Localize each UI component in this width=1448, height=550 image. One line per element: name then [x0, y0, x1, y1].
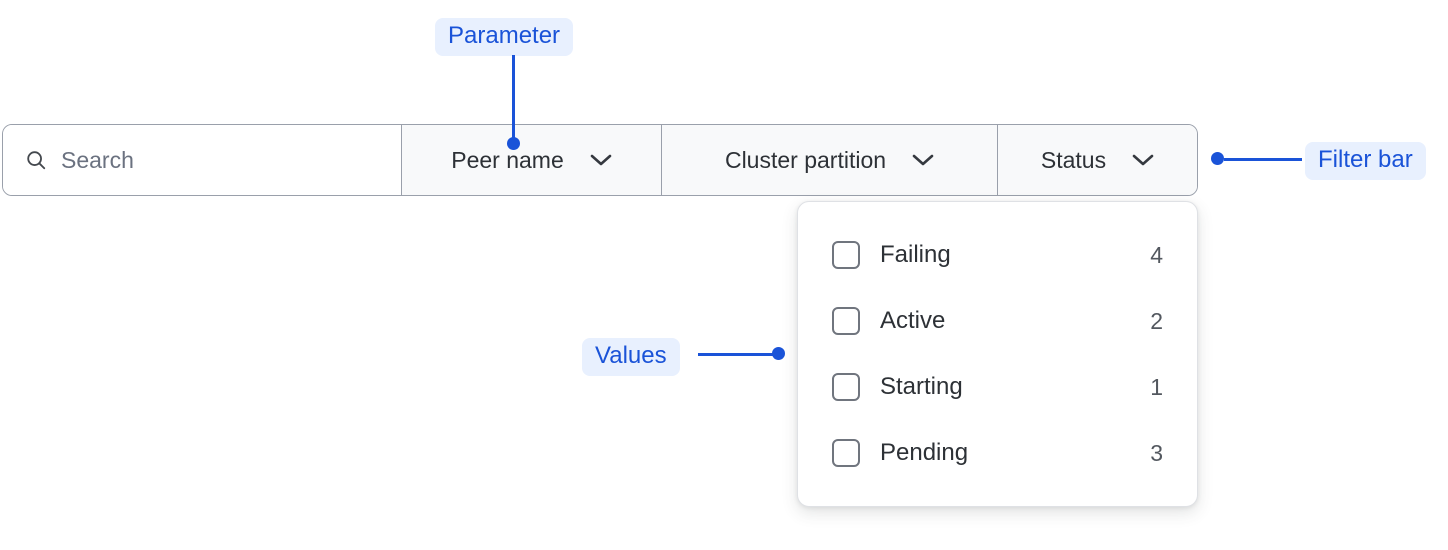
chevron-down-icon [912, 154, 934, 166]
option-count: 4 [1150, 241, 1163, 268]
checkbox-pending[interactable] [832, 439, 860, 467]
checkbox-starting[interactable] [832, 373, 860, 401]
annotation-leader-line-parameter [512, 55, 515, 143]
list-item[interactable]: Failing 4 [832, 233, 1163, 277]
chevron-down-icon [1132, 154, 1154, 166]
checkbox-failing[interactable] [832, 241, 860, 269]
option-label: Failing [880, 241, 951, 268]
annotation-label-filter-bar: Filter bar [1305, 142, 1426, 181]
filter-label-peer-name: Peer name [451, 146, 564, 173]
annotation-label-values: Values [582, 338, 680, 377]
annotation-dot-filter-bar [1211, 152, 1224, 165]
checkbox-active[interactable] [832, 307, 860, 335]
option-count: 2 [1150, 307, 1163, 334]
chevron-down-icon [590, 154, 612, 166]
filter-label-status: Status [1040, 146, 1107, 173]
filter-bar: Peer name Cluster partition Status [2, 124, 1198, 196]
annotation-dot-values [772, 347, 785, 360]
option-label: Pending [880, 439, 969, 466]
list-item[interactable]: Starting 1 [832, 365, 1163, 409]
search-icon [27, 151, 46, 170]
filter-dropdown-status[interactable]: Status [998, 125, 1197, 195]
annotation-leader-line-values [698, 353, 778, 356]
filter-dropdown-cluster-partition[interactable]: Cluster partition [662, 125, 998, 195]
list-item[interactable]: Active 2 [832, 299, 1163, 343]
option-count: 1 [1150, 373, 1163, 400]
filter-label-cluster-partition: Cluster partition [724, 146, 887, 173]
status-filter-dropdown-panel: Failing 4 Active 2 Starting 1 Pending 3 [797, 201, 1198, 507]
option-label: Starting [880, 373, 963, 400]
search-input[interactable] [61, 146, 361, 174]
filter-dropdown-peer-name[interactable]: Peer name [402, 125, 662, 195]
option-count: 3 [1150, 439, 1163, 466]
annotation-label-parameter: Parameter [435, 18, 574, 57]
annotation-dot-parameter [507, 137, 520, 150]
search-field[interactable] [3, 125, 402, 195]
option-label: Active [880, 307, 946, 334]
list-item[interactable]: Pending 3 [832, 431, 1163, 475]
annotation-leader-line-filter-bar [1224, 158, 1302, 161]
